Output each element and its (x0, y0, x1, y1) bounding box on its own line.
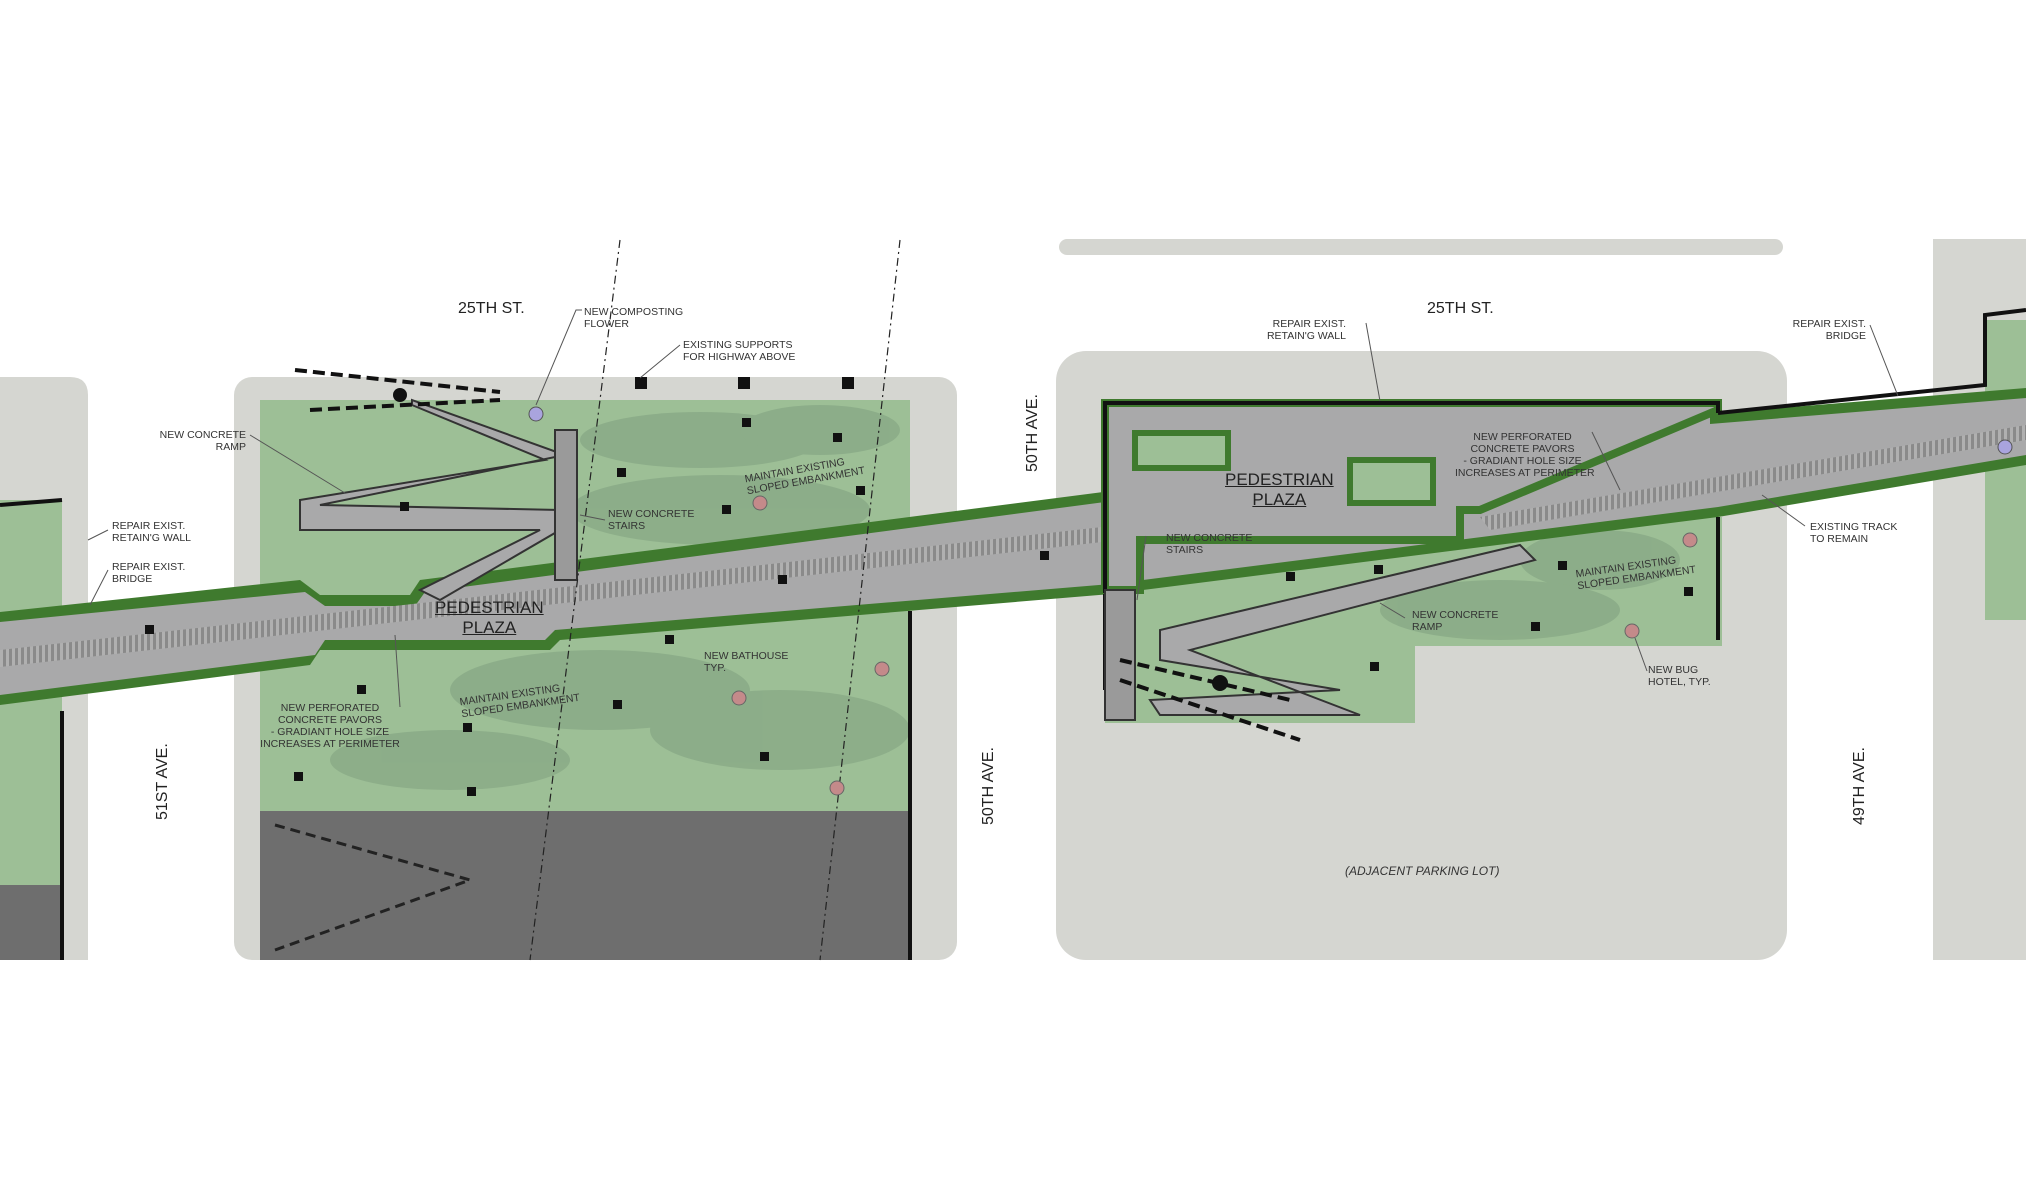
top-road-strip (1059, 239, 1783, 255)
parking-b (260, 811, 910, 960)
bug-hotels (731, 495, 1698, 796)
label-bridge-right: REPAIR EXIST.BRIDGE (1792, 318, 1866, 342)
label-bridge-left: REPAIR EXIST.BRIDGE (112, 561, 186, 585)
parking-arrow (274, 823, 475, 952)
planters (145, 418, 1693, 796)
label-retaining-left: REPAIR EXIST.RETAIN'G WALL (112, 520, 192, 544)
label-retaining-right: REPAIR EXIST.RETAIN'G WALL (1266, 318, 1346, 342)
parking-a (0, 885, 62, 960)
street-label-25th-right: 25TH ST. (1427, 300, 1494, 317)
avenue-label-51st: 51ST AVE. (154, 743, 171, 820)
avenue-label-49th: 49TH AVE. (1851, 747, 1868, 825)
embankment-blobs (330, 405, 910, 790)
highway-supports (635, 377, 854, 389)
plaza-line2: PLAZA (1252, 490, 1307, 509)
plaza-line2: PLAZA (462, 618, 517, 637)
plaza-line1: PEDESTRIAN (435, 598, 544, 617)
stairs-left (554, 429, 578, 581)
avenue-label-50th-top: 50TH AVE. (1024, 394, 1041, 472)
street-label-25th-left: 25TH ST. (458, 300, 525, 317)
retaining-walls (0, 308, 2026, 960)
parking-lot-label: (ADJACENT PARKING LOT) (1345, 864, 1500, 878)
stairs-right (1104, 589, 1136, 721)
composting-flower (528, 406, 544, 422)
ramp-right (1148, 543, 1537, 716)
existing-track (0, 425, 2026, 667)
avenue-label-50th-bottom: 50TH AVE. (980, 747, 997, 825)
plaza-line1: PEDESTRIAN (1225, 470, 1334, 489)
